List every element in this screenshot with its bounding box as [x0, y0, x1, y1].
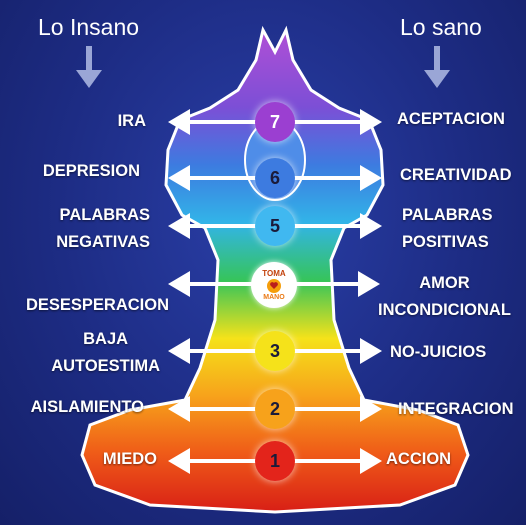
left-label-4: DESESPERACION	[25, 296, 169, 314]
chakra-1: 1	[255, 441, 295, 481]
chakra-3: 3	[255, 331, 295, 371]
header-right: Lo sano	[400, 14, 482, 40]
right-label-3: NO-JUICIOS	[390, 343, 487, 361]
right-label-6: CREATIVIDAD	[400, 166, 512, 184]
hand-heart-icon	[267, 278, 281, 293]
logo: TOMA MANO	[251, 262, 297, 308]
left-label-7: IRA	[117, 112, 146, 130]
chakra-5: 5	[255, 206, 295, 246]
down-arrow-left-icon	[76, 46, 102, 88]
right-label-7: ACEPTACION	[397, 110, 505, 128]
right-label-5: PALABRAS POSITIVAS	[402, 206, 493, 251]
left-label-1: MIEDO	[102, 450, 157, 468]
logo-bottom-text: MANO	[263, 293, 285, 301]
left-label-2: AISLAMIENTO	[30, 398, 144, 416]
left-label-3: BAJA AUTOESTIMA	[51, 330, 160, 375]
down-arrow-right-icon	[424, 46, 450, 88]
right-label-4: AMOR INCONDICIONAL	[378, 274, 511, 319]
logo-top-text: TOMA	[262, 268, 286, 278]
chakra-7: 7	[255, 102, 295, 142]
left-label-6: DEPRESION	[42, 162, 140, 180]
right-label-1: ACCION	[386, 450, 452, 468]
left-label-5: PALABRAS NEGATIVAS	[56, 206, 150, 251]
chakra-2: 2	[255, 389, 295, 429]
right-label-2: INTEGRACION	[398, 400, 514, 418]
header-left: Lo Insano	[38, 14, 140, 40]
chakra-6: 6	[255, 158, 295, 198]
